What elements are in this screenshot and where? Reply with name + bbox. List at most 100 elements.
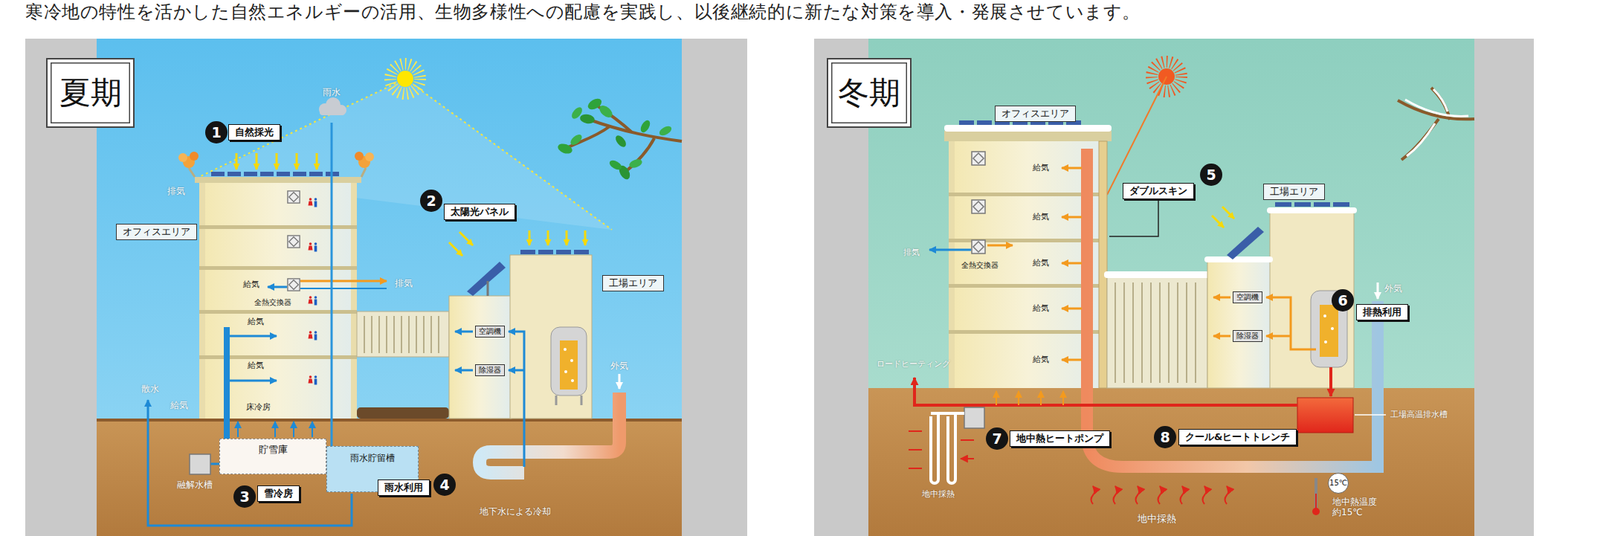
office-building <box>178 153 188 163</box>
factory-building <box>556 249 572 255</box>
office-building <box>959 120 974 125</box>
flow-label: 床冷房 <box>246 402 271 412</box>
office-building <box>287 235 300 248</box>
factory-building <box>1211 215 1224 228</box>
waste-heat-tank <box>1329 367 1333 397</box>
air-flow-arrows <box>147 400 352 526</box>
summer-panel <box>96 38 682 422</box>
tree-branch <box>556 96 682 182</box>
winter-sun <box>1107 76 1167 195</box>
node-text: 夏期 <box>59 74 122 112</box>
ground-heat-pump <box>1017 391 1020 406</box>
callout-label: 排熱利用 <box>1356 304 1409 321</box>
node-text: 工場エリア <box>608 277 658 290</box>
ground-heat-pump <box>1040 391 1042 406</box>
node-text: ダブルスキン <box>1129 185 1188 198</box>
ground-heat-arrows <box>1180 486 1185 505</box>
callout-number: 7 <box>985 427 1009 450</box>
cooling-trench <box>455 331 620 473</box>
office-building <box>1098 141 1108 389</box>
cloud <box>318 97 347 116</box>
flow-label: 給気 <box>1032 303 1050 314</box>
bridge <box>1115 282 1196 383</box>
office-building <box>944 124 1112 132</box>
ground-heat-arrows <box>1136 486 1140 505</box>
waste-heat-tank <box>1297 397 1354 433</box>
tree-branch <box>579 113 596 125</box>
cooling-trench <box>618 373 621 389</box>
factory-building <box>1266 297 1316 350</box>
tree-branch <box>597 103 615 120</box>
factory-building <box>520 249 536 255</box>
office-building <box>308 197 318 207</box>
factory-building <box>573 249 589 255</box>
node-text: 空調機 <box>478 327 502 337</box>
factory-building <box>449 242 463 256</box>
bridge <box>1104 271 1211 389</box>
equipment-box: 空調機 <box>475 325 505 338</box>
equipment-box: 除湿器 <box>475 364 505 377</box>
ground-heat-pump <box>995 391 998 406</box>
factory-building <box>1319 304 1339 357</box>
callout-label: ダブルスキン <box>1122 182 1195 200</box>
callout-label: 自然採光 <box>228 124 281 141</box>
heat-trench <box>987 244 1013 247</box>
waste-heat-tank <box>1354 414 1386 416</box>
equipment-label: 全熱交換器 <box>254 298 292 308</box>
storage-zone: 貯雪庫 <box>219 438 327 475</box>
equipment-label: 工場高温排水槽 <box>1390 409 1448 420</box>
office-building <box>948 130 955 389</box>
factory-building <box>1324 340 1328 344</box>
tree-branch <box>657 124 674 138</box>
factory-building <box>1275 202 1292 207</box>
ground-heat-arrows <box>1113 486 1118 505</box>
node-text: 4 <box>439 476 450 494</box>
office-building <box>178 151 374 419</box>
intro-text: 寒冷地の特性を活かした自然エネルギーの活用、生物多様性への配慮を実践し、以後継続… <box>25 1 1141 24</box>
factory-building <box>1266 207 1357 214</box>
air-flow-arrows <box>274 421 276 438</box>
bridge <box>356 311 450 419</box>
flow-label: 排気 <box>167 185 186 197</box>
factory-building <box>1269 211 1354 389</box>
ground-heat-arrows <box>1091 486 1229 505</box>
heat-trench <box>1061 167 1082 170</box>
temperature-badge: 15℃ <box>1327 472 1349 494</box>
cooling-trench <box>455 330 473 334</box>
skylight-arrows <box>255 153 258 170</box>
callout-label: 雪冷房 <box>257 485 300 502</box>
factory-building <box>449 230 592 419</box>
heat-trench <box>1086 148 1378 467</box>
tree-branch <box>568 132 584 147</box>
node-text: 1 <box>211 124 221 142</box>
factory-building <box>528 230 531 246</box>
flow-label: 地中採熱 <box>1137 513 1177 525</box>
factory-building <box>1222 206 1235 219</box>
cooling-trench <box>508 331 525 467</box>
waste-heat-tank <box>914 377 1298 406</box>
office-building <box>189 151 199 161</box>
factory-building <box>486 281 490 296</box>
factory-building <box>570 359 574 363</box>
flow-label: 給気 <box>170 400 189 411</box>
factory-building <box>1226 226 1264 260</box>
winter-panel <box>814 38 1534 536</box>
factory-building <box>466 261 506 296</box>
office-building <box>976 120 992 125</box>
thermometer <box>1315 493 1317 511</box>
factory-building <box>547 230 550 246</box>
factory-building <box>584 230 587 246</box>
factory-building <box>563 347 567 351</box>
sunlight <box>405 78 612 230</box>
office-building <box>199 181 206 419</box>
equipment-label: 融解水槽 <box>176 479 213 490</box>
factory-building <box>559 340 578 390</box>
heat-trench <box>929 148 1378 467</box>
flow-label: 給気 <box>1032 354 1050 365</box>
ground-heat-pump <box>1062 391 1064 406</box>
factory-building <box>459 231 473 246</box>
node-text: 5 <box>1205 166 1216 184</box>
office-building <box>309 171 323 177</box>
node-text: 除湿器 <box>478 365 502 375</box>
node-text: 15℃ <box>1329 478 1348 488</box>
